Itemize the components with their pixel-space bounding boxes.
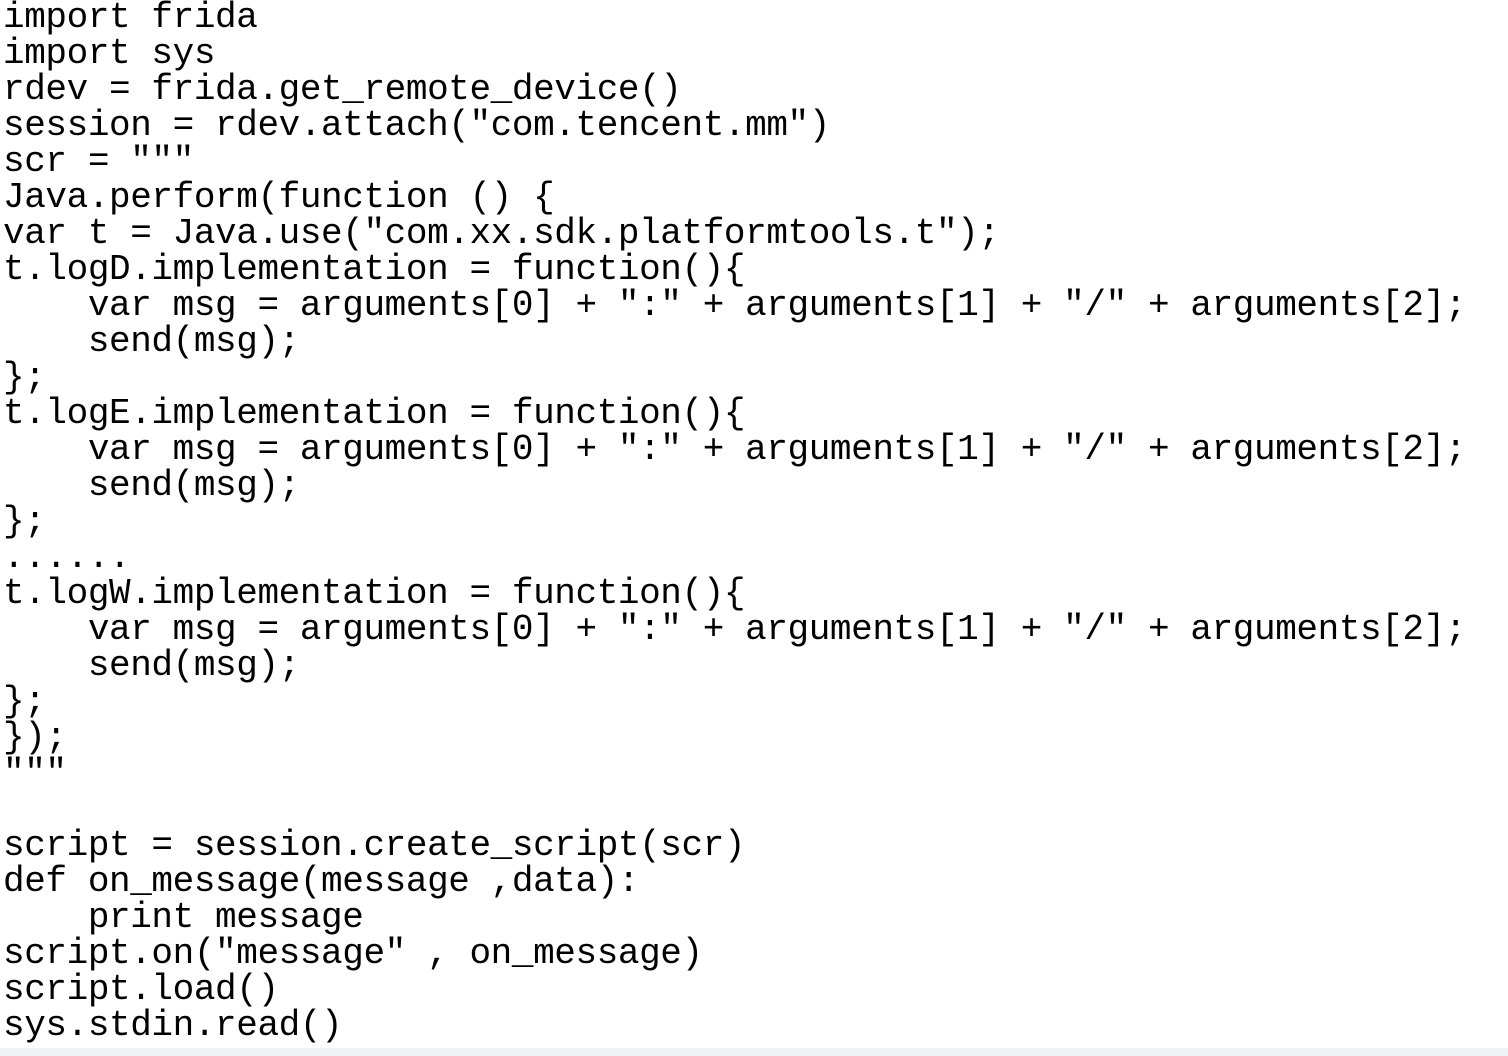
code-line-19: send(msg); — [3, 645, 300, 686]
code-line-12: t.logE.implementation = function(){ — [3, 393, 746, 434]
code-view: import frida import sys rdev = frida.get… — [3, 0, 1503, 1050]
code-line-8: t.logD.implementation = function(){ — [3, 249, 746, 290]
code-line-18: var msg = arguments[0] + ":" + arguments… — [3, 609, 1467, 650]
code-line-13: var msg = arguments[0] + ":" + arguments… — [3, 429, 1467, 470]
code-line-2: import sys — [3, 33, 216, 74]
code-line-3: rdev = frida.get_remote_device() — [3, 69, 682, 110]
code-line-14: send(msg); — [3, 465, 300, 506]
code-line-15: }; — [3, 501, 46, 542]
code-line-22: """ — [3, 753, 67, 794]
code-line-4: session = rdev.attach("com.tencent.mm") — [3, 105, 830, 146]
code-line-11: }; — [3, 357, 46, 398]
code-line-1: import frida — [3, 0, 258, 38]
code-line-7: var t = Java.use("com.xx.sdk.platformtoo… — [3, 213, 1000, 254]
code-line-17: t.logW.implementation = function(){ — [3, 573, 746, 614]
code-line-9: var msg = arguments[0] + ":" + arguments… — [3, 285, 1467, 326]
code-line-27: script.on("message" , on_message) — [3, 933, 703, 974]
code-line-26: print message — [3, 897, 364, 938]
code-line-28: script.load() — [3, 969, 279, 1010]
code-line-10: send(msg); — [3, 321, 300, 362]
code-line-25: def on_message(message ,data): — [3, 861, 640, 902]
code-line-24: script = session.create_script(scr) — [3, 825, 746, 866]
code-line-23 — [3, 792, 1503, 828]
code-line-16: ...... — [3, 537, 131, 578]
code-line-5: scr = """ — [3, 141, 194, 182]
bottom-edge-strip — [0, 1048, 1508, 1056]
code-line-29: sys.stdin.read() — [3, 1005, 343, 1046]
code-line-20: }; — [3, 681, 46, 722]
code-line-6: Java.perform(function () { — [3, 177, 555, 218]
code-line-21: }); — [3, 717, 67, 758]
